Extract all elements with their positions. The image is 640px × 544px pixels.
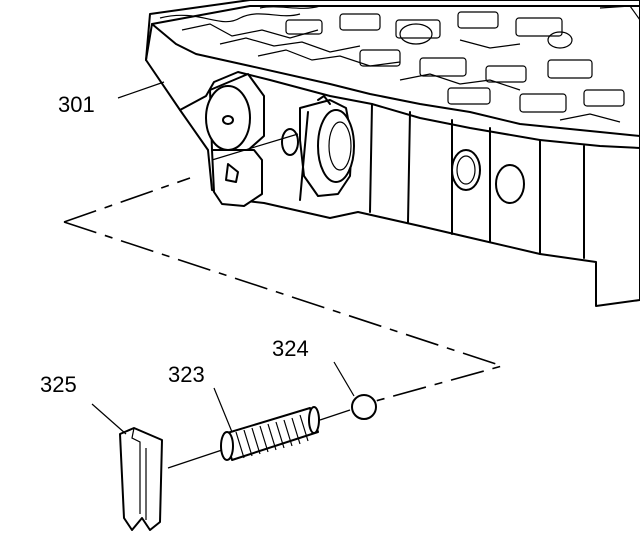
callout-spring: 323 (168, 362, 205, 387)
callout-valve-body: 301 (58, 92, 95, 117)
leader-lines (91, 81, 355, 435)
axis-line-upper (211, 133, 299, 161)
casting-details (159, 5, 640, 123)
retainer-clip (119, 427, 223, 531)
valve-body-assembly (145, 0, 640, 307)
check-ball (351, 394, 377, 420)
exploded-view-dashed-line (63, 177, 505, 403)
callout-ball: 324 (272, 336, 309, 361)
callout-retainer: 325 (40, 372, 77, 397)
spring (220, 406, 351, 461)
